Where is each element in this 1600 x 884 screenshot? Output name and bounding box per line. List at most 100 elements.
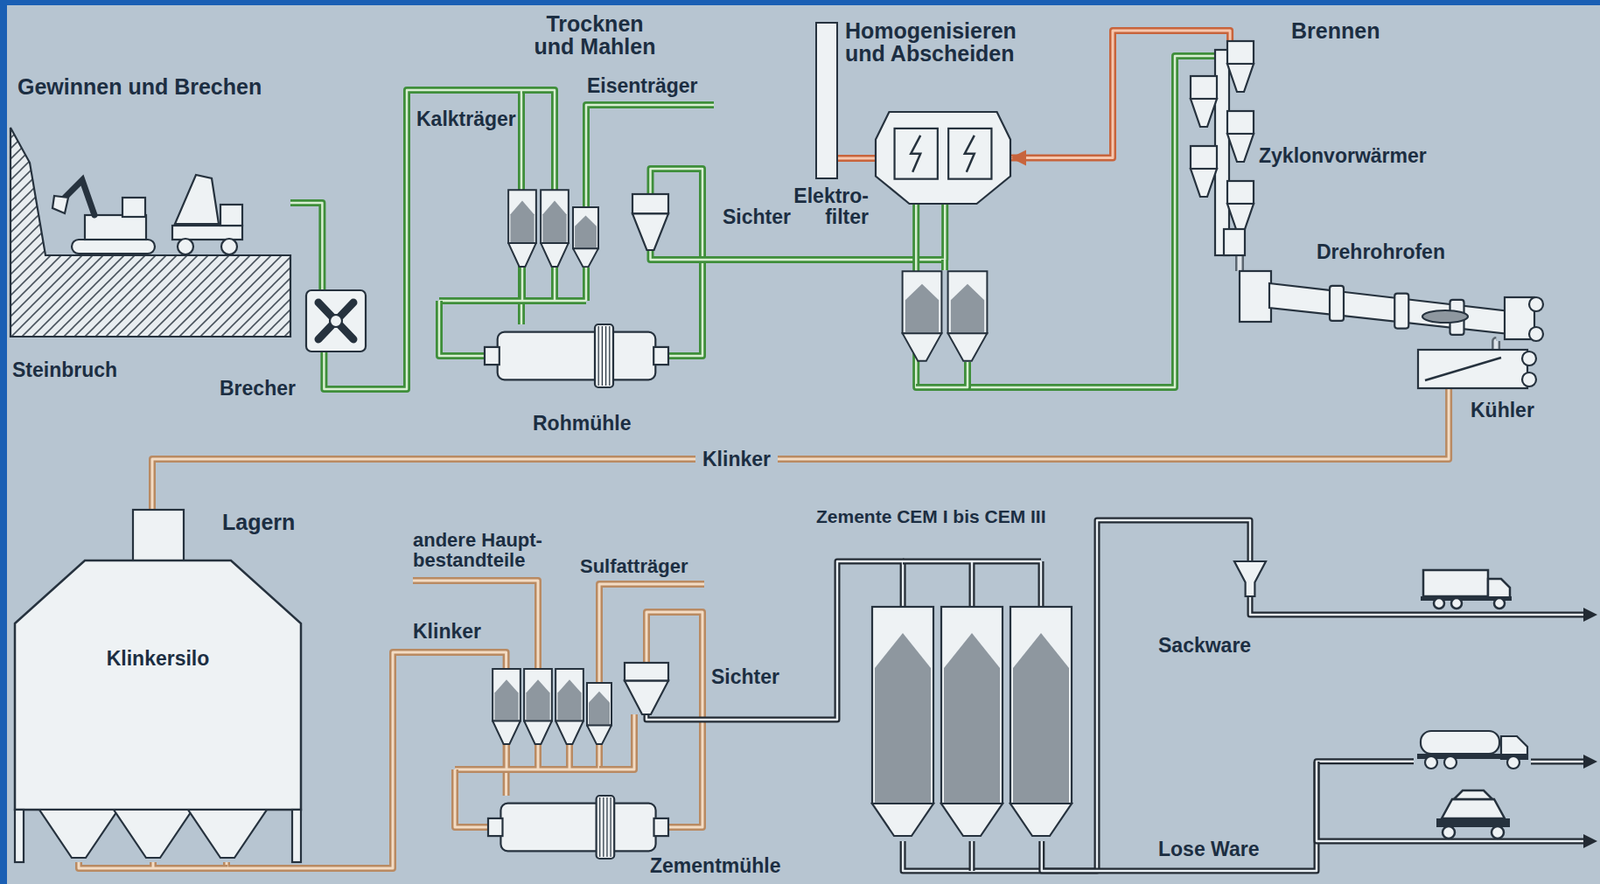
arrow-head: [1583, 834, 1598, 849]
drawing-part: [874, 633, 931, 804]
raw-silo: [572, 207, 599, 267]
drawing-part: [1488, 579, 1510, 599]
drawing-part: [941, 607, 1003, 804]
drawing-part: [632, 213, 669, 251]
drawing-part: [1442, 826, 1455, 839]
pipe-core: [78, 862, 228, 869]
raw-pipe: [522, 90, 555, 202]
drawing-part: [1010, 607, 1072, 804]
pipe-connector: [1495, 341, 1497, 350]
raw-pipe: [586, 104, 714, 219]
electrostatic-filter: Elektro- filter: [875, 111, 1011, 204]
pipe-connector: [650, 203, 946, 260]
drawing-part: [1441, 799, 1505, 819]
exhaust-pipe: [837, 154, 876, 162]
pipe-core: [586, 104, 714, 219]
drawing-part: [941, 803, 1003, 837]
pipe-outer: [902, 520, 1251, 872]
quarry-figure: Steinbruch: [10, 127, 291, 337]
equipment-label: Elektro- filter: [789, 185, 869, 228]
rotary-kiln: Drehrohrofen: [1239, 271, 1542, 342]
equipment-label: Sichter: [711, 666, 780, 688]
drawing-part: [500, 803, 656, 853]
drawing-part: [1190, 168, 1217, 197]
separator-funnel: Sichter: [632, 194, 669, 251]
drawing-part: [1433, 598, 1445, 609]
drawing-part: [113, 810, 193, 859]
drawing-part: [948, 128, 992, 180]
drawing-part: [318, 302, 354, 340]
connector-label: Klinker: [695, 448, 778, 470]
cement-pipe: [969, 841, 976, 872]
pipe-outer: [152, 388, 1449, 511]
drawing-part: [14, 810, 24, 863]
drawing-part: [220, 204, 243, 226]
equipment-label: Steinbruch: [12, 359, 118, 381]
material-label: andere Haupt- bestandteile: [412, 530, 562, 571]
pipe-core: [902, 561, 1042, 608]
material-label: Kalkträger: [416, 108, 517, 130]
drawing-part: [1010, 803, 1072, 837]
drawing-part: [1507, 756, 1520, 769]
rail-car: [1436, 790, 1510, 839]
homogenizing-silo: [902, 271, 943, 361]
equipment-label: Zementmühle: [649, 855, 782, 877]
tanker-truck: Lose Ware: [1413, 729, 1531, 770]
drawing-part: [329, 314, 343, 328]
pipe-core: [1250, 596, 1586, 615]
drawing-part: [52, 195, 69, 214]
equipment-label: Sackware: [1158, 635, 1251, 657]
drawing-part: [132, 510, 184, 563]
drawing-part: [292, 810, 301, 863]
pipe-core: [522, 90, 555, 202]
pipe-core: [439, 300, 485, 357]
clinker-silo-shape: [14, 510, 301, 863]
drawing-part: [606, 797, 608, 858]
drawing-part: [1451, 598, 1462, 609]
section-heading: Brennen: [1291, 19, 1380, 42]
separator-funnel-shape: [632, 194, 669, 251]
pipe-connector: [1041, 761, 1414, 872]
homogenizing-silo: [948, 271, 988, 361]
drawing-part: [1190, 98, 1217, 127]
drawing-part: [1444, 756, 1457, 769]
pipe-core: [290, 202, 322, 291]
clinker-silo: Klinkersilo: [14, 510, 301, 863]
drawing-part: [306, 290, 366, 352]
drawing-part: [601, 326, 603, 386]
pipe-core: [454, 769, 489, 828]
cyclone-preheater-shape: [1188, 41, 1256, 256]
pipe-core: [971, 841, 974, 872]
drawing-part: [1425, 756, 1438, 769]
drawing-part: [84, 215, 147, 240]
separator-funnel: Sichter: [624, 663, 669, 715]
equipment-label: Zemente CEM I bis CEM III: [816, 507, 1047, 527]
pipe-outer: [1235, 255, 1244, 272]
cyclone-preheater: Zyklonvorwärmer: [1188, 41, 1256, 256]
cement-component-silo: [524, 669, 552, 745]
raw-pipe: [915, 362, 968, 388]
crusher-box: Brecher: [306, 290, 366, 352]
drawing-part: [172, 225, 243, 240]
pipe-connector: [290, 202, 322, 291]
clinker-pipe: [78, 862, 228, 869]
drawing-part: [71, 239, 155, 254]
sack-truck: [1420, 570, 1512, 609]
pipe-core: [1494, 341, 1499, 350]
drawing-part: [1491, 826, 1504, 839]
pipe-outer: [290, 202, 322, 291]
cement-pipe: [1250, 596, 1586, 615]
clinker-cooler-shape: [1418, 349, 1537, 389]
arrow-head: [1583, 607, 1598, 622]
pipe-core: [1530, 761, 1586, 764]
drawing-part: [1239, 271, 1272, 322]
pipe-connector: [1239, 255, 1241, 272]
drawing-part: [122, 197, 146, 217]
bag-packer-shape: [1234, 561, 1266, 597]
drawing-part: [894, 128, 938, 180]
background-panel: SteinbruchBrecherRohmühleSichterElektro-…: [6, 5, 1600, 884]
drawing-part: [1494, 598, 1505, 609]
drawing-part: [1234, 561, 1266, 597]
drawing-part: [1227, 181, 1254, 204]
bag-packer: Sackware: [1234, 561, 1266, 597]
